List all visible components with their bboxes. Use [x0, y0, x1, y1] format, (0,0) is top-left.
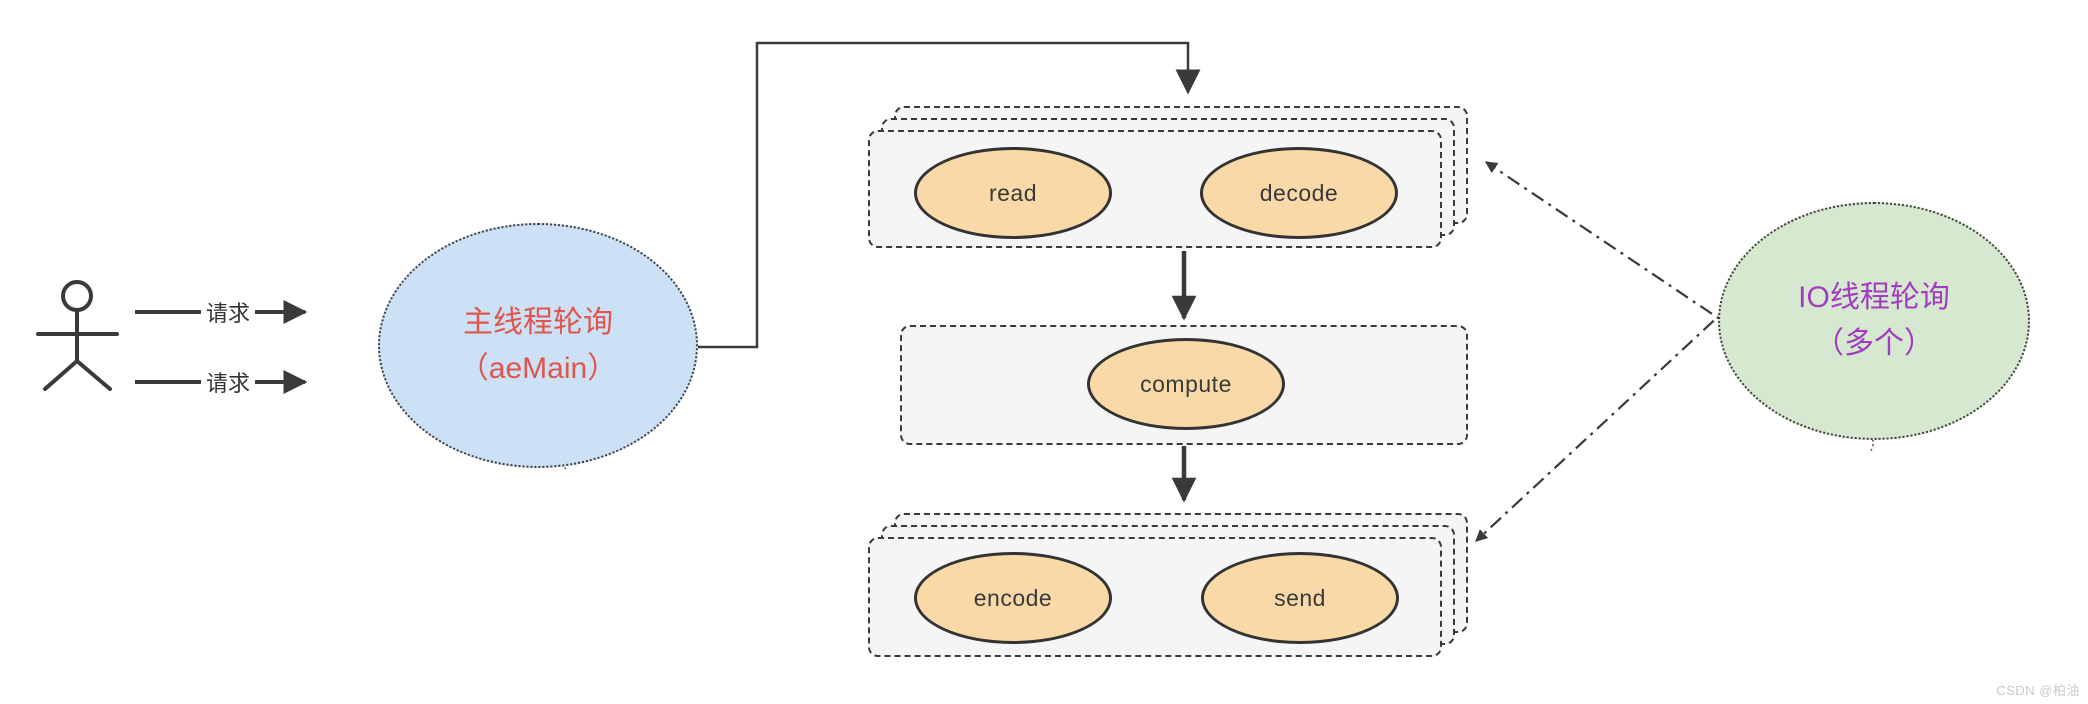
node-io-threads: IO线程轮询 （多个） — [1718, 202, 2030, 440]
task-read: read — [914, 147, 1112, 239]
dashdot-arrow-to-encode-stack — [1475, 300, 1736, 542]
main-connector-arrow — [698, 41, 1201, 349]
task-send-label: send — [1274, 584, 1326, 611]
task-encode-label: encode — [973, 584, 1053, 611]
main-thread-label-line1: 主线程轮询 — [463, 305, 613, 339]
io-threads-label-line1: IO线程轮询 — [1798, 281, 1950, 314]
task-decode: decode — [1200, 147, 1398, 239]
task-encode: encode — [914, 552, 1112, 644]
task-decode-label: decode — [1259, 179, 1339, 206]
request-label-2: 请求 — [200, 366, 256, 398]
actor-icon — [36, 280, 119, 391]
dashdot-arrow-to-read-stack — [1484, 161, 1737, 331]
watermark: CSDN @柏油 — [1996, 683, 2080, 698]
request-label-1: 请求 — [200, 296, 256, 328]
task-compute-label: compute — [1140, 370, 1232, 397]
io-threads-label-line2: （多个） — [1814, 327, 1934, 360]
task-compute: compute — [1087, 338, 1285, 430]
main-thread-label-line2: （aeMain） — [458, 351, 618, 385]
node-main-thread: 主线程轮询 （aeMain） — [378, 223, 698, 468]
task-read-label: read — [988, 179, 1038, 206]
task-send: send — [1201, 552, 1399, 644]
